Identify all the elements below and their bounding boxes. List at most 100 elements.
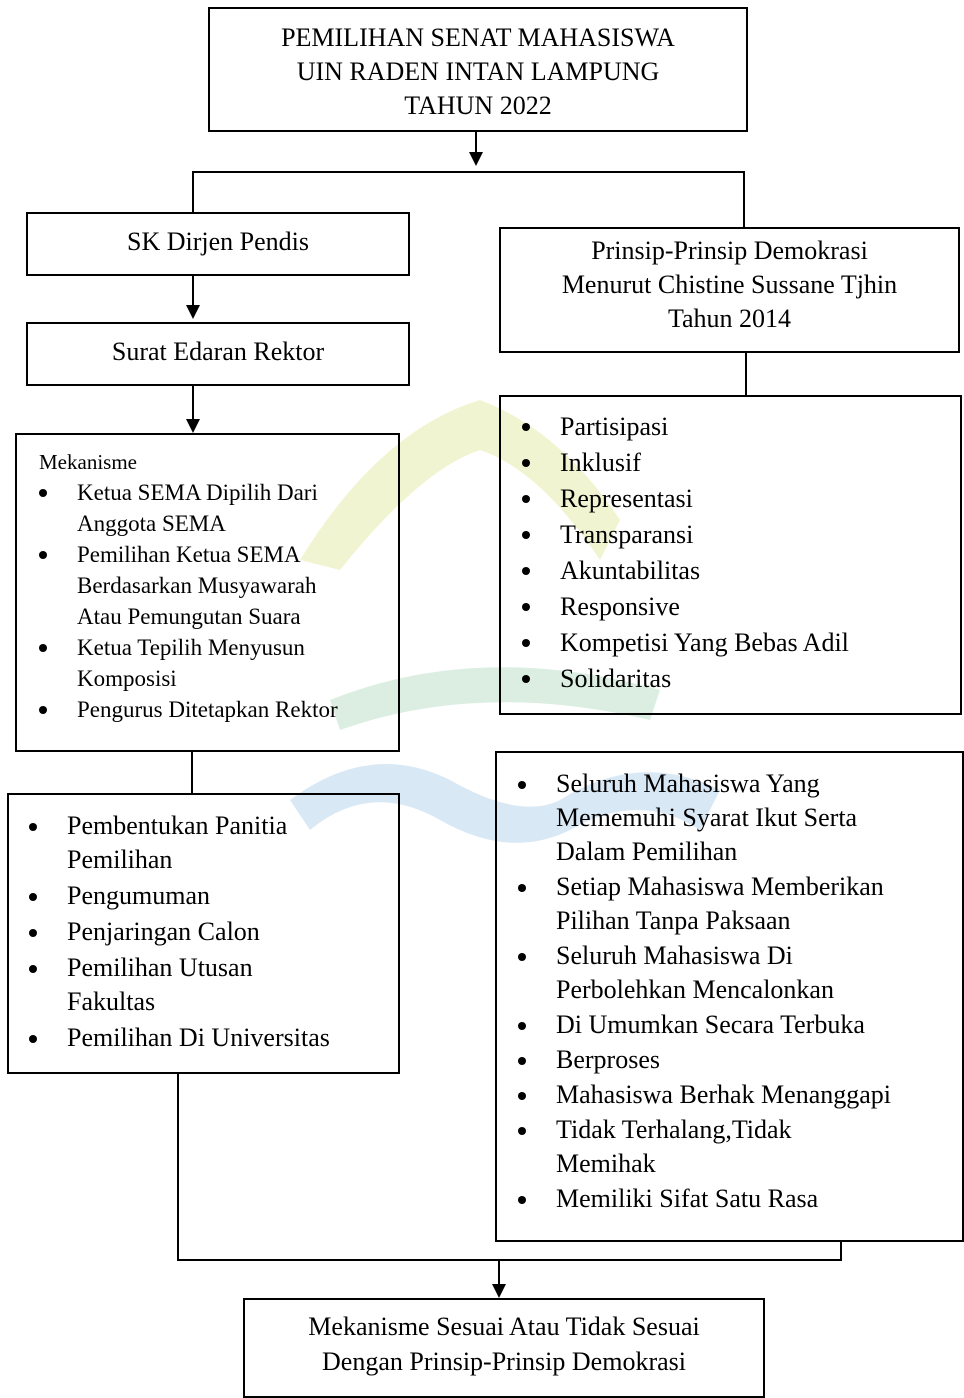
title-line-2: UIN RADEN INTAN LAMPUNG <box>296 57 660 86</box>
result-line-2: Dengan Prinsip-Prinsip Demokrasi <box>322 1347 686 1376</box>
mekanisme-heading: Mekanisme <box>39 450 137 474</box>
title-line-1: PEMILIHAN SENAT MAHASISWA <box>281 23 675 52</box>
mekanisme-box: Mekanisme Ketua SEMA Dipilih Dari Anggot… <box>15 433 400 752</box>
arrowhead-sk-surat <box>186 305 200 319</box>
connector-branch-horizontal <box>192 171 745 173</box>
tahapan-item: Pembentukan Panitia Pemilihan <box>29 809 398 877</box>
prinsip-item: Inklusif <box>522 445 960 481</box>
title-line-3: TAHUN 2022 <box>404 91 552 120</box>
indikator-item-line: Pilihan Tanpa Paksaan <box>556 906 791 935</box>
indikator-item: Di Umumkan Secara Terbuka <box>518 1008 962 1042</box>
surat-edaran-box: Surat Edaran Rektor <box>26 322 410 386</box>
connector-branch-left <box>192 171 194 213</box>
prinsip-item-label: Inklusif <box>560 448 641 477</box>
mekanisme-item-line: Komposisi <box>77 666 177 691</box>
result-line-1: Mekanisme Sesuai Atau Tidak Sesuai <box>308 1312 700 1341</box>
indikator-item-line: Dalam Pemilihan <box>556 837 738 866</box>
prinsip-item: Responsive <box>522 589 960 625</box>
mekanisme-item: Ketua SEMA Dipilih Dari Anggota SEMA <box>39 477 398 539</box>
connector-sk-surat <box>192 275 194 305</box>
connector-merge-horizontal <box>177 1259 842 1261</box>
prinsip-item: Transparansi <box>522 517 960 553</box>
indikator-box: Seluruh Mahasiswa Yang Mememuhi Syarat I… <box>495 751 964 1242</box>
prinsip-item-label: Transparansi <box>560 520 694 549</box>
connector-prinsip-list <box>745 352 747 396</box>
title-box: PEMILIHAN SENAT MAHASISWA UIN RADEN INTA… <box>208 7 748 132</box>
mekanisme-item-line: Atau Pemungutan Suara <box>77 604 301 629</box>
arrowhead-result <box>492 1284 506 1298</box>
prinsip-line-2: Menurut Chistine Sussane Tjhin <box>561 270 898 299</box>
connector-indikator-bottom <box>840 1241 842 1261</box>
prinsip-item: Kompetisi Yang Bebas Adil <box>522 625 960 661</box>
prinsip-item: Akuntabilitas <box>522 553 960 589</box>
mekanisme-item-line: Berdasarkan Musyawarah <box>77 573 317 598</box>
connector-tahapan-bottom <box>177 1073 179 1261</box>
surat-edaran-label: Surat Edaran Rektor <box>111 337 325 366</box>
connector-mekanisme-tahapan <box>191 751 193 793</box>
indikator-item-line: Mememuhi Syarat Ikut Serta <box>556 803 858 832</box>
prinsip-item-label: Solidaritas <box>560 664 672 693</box>
tahapan-item: Pengumuman <box>29 879 398 913</box>
tahapan-item-line: Pemilihan Di Universitas <box>67 1023 330 1052</box>
prinsip-list-box: Partisipasi Inklusif Representasi Transp… <box>499 395 962 715</box>
prinsip-line-3: Tahun 2014 <box>667 304 792 333</box>
indikator-item: Tidak Terhalang,Tidak Memihak <box>518 1113 962 1181</box>
result-box: Mekanisme Sesuai Atau Tidak Sesuai Denga… <box>243 1298 765 1398</box>
connector-branch-right <box>743 171 745 228</box>
indikator-item-line: Mahasiswa Berhak Menanggapi <box>556 1080 892 1109</box>
mekanisme-item: Pengurus Ditetapkan Rektor <box>39 694 398 725</box>
tahapan-item-line: Pemilihan <box>67 845 173 874</box>
mekanisme-item: Pemilihan Ketua SEMA Berdasarkan Musyawa… <box>39 539 398 632</box>
indikator-item: Seluruh Mahasiswa Yang Mememuhi Syarat I… <box>518 767 962 869</box>
prinsip-item-label: Akuntabilitas <box>560 556 701 585</box>
indikator-item-line: Berproses <box>556 1045 660 1074</box>
indikator-item-line: Seluruh Mahasiswa Di <box>556 941 793 970</box>
mekanisme-item-line: Ketua SEMA Dipilih Dari <box>77 480 318 505</box>
connector-merge-down <box>498 1259 500 1285</box>
indikator-item-line: Memihak <box>556 1149 656 1178</box>
tahapan-item: Pemilihan Di Universitas <box>29 1021 398 1055</box>
mekanisme-item-line: Ketua Tepilih Menyusun <box>77 635 305 660</box>
prinsip-list: Partisipasi Inklusif Representasi Transp… <box>522 409 960 697</box>
tahapan-list: Pembentukan Panitia Pemilihan Pengumuman… <box>29 809 398 1055</box>
indikator-item-line: Seluruh Mahasiswa Yang <box>556 769 820 798</box>
prinsip-item: Partisipasi <box>522 409 960 445</box>
mekanisme-item-line: Pengurus Ditetapkan Rektor <box>77 697 338 722</box>
prinsip-item-label: Responsive <box>560 592 680 621</box>
mekanisme-list: Ketua SEMA Dipilih Dari Anggota SEMA Pem… <box>39 477 398 725</box>
prinsip-line-1: Prinsip-Prinsip Demokrasi <box>591 236 868 265</box>
tahapan-item: Penjaringan Calon <box>29 915 398 949</box>
prinsip-item-label: Kompetisi Yang Bebas Adil <box>560 628 849 657</box>
arrowhead-surat-mekanisme <box>186 419 200 433</box>
indikator-item-line: Di Umumkan Secara Terbuka <box>556 1010 865 1039</box>
sk-dirjen-label: SK Dirjen Pendis <box>127 227 309 256</box>
prinsip-item: Representasi <box>522 481 960 517</box>
indikator-list: Seluruh Mahasiswa Yang Mememuhi Syarat I… <box>518 767 962 1216</box>
indikator-item: Setiap Mahasiswa Memberikan Pilihan Tanp… <box>518 870 962 938</box>
tahapan-item-line: Pengumuman <box>67 881 210 910</box>
indikator-item: Mahasiswa Berhak Menanggapi <box>518 1078 962 1112</box>
prinsip-item: Solidaritas <box>522 661 960 697</box>
tahapan-box: Pembentukan Panitia Pemilihan Pengumuman… <box>7 793 400 1074</box>
mekanisme-item-line: Anggota SEMA <box>77 511 226 536</box>
tahapan-item: Pemilihan Utusan Fakultas <box>29 951 398 1019</box>
connector-surat-mekanisme <box>192 385 194 419</box>
prinsip-item-label: Representasi <box>560 484 693 513</box>
mekanisme-item-line: Pemilihan Ketua SEMA <box>77 542 301 567</box>
indikator-item: Seluruh Mahasiswa Di Perbolehkan Mencalo… <box>518 939 962 1007</box>
prinsip-header-box: Prinsip-Prinsip Demokrasi Menurut Chisti… <box>499 227 960 353</box>
connector-title-down <box>475 132 477 154</box>
tahapan-item-line: Pemilihan Utusan <box>67 953 253 982</box>
indikator-item-line: Setiap Mahasiswa Memberikan <box>556 872 884 901</box>
indikator-item: Berproses <box>518 1043 962 1077</box>
indikator-item: Memiliki Sifat Satu Rasa <box>518 1182 962 1216</box>
prinsip-item-label: Partisipasi <box>560 412 669 441</box>
arrowhead-title <box>469 152 483 166</box>
tahapan-item-line: Penjaringan Calon <box>67 917 260 946</box>
indikator-item-line: Memiliki Sifat Satu Rasa <box>556 1184 819 1213</box>
mekanisme-item: Ketua Tepilih Menyusun Komposisi <box>39 632 398 694</box>
indikator-item-line: Perbolehkan Mencalonkan <box>556 975 834 1004</box>
sk-dirjen-box: SK Dirjen Pendis <box>26 212 410 276</box>
tahapan-item-line: Pembentukan Panitia <box>67 811 288 840</box>
tahapan-item-line: Fakultas <box>67 987 156 1016</box>
